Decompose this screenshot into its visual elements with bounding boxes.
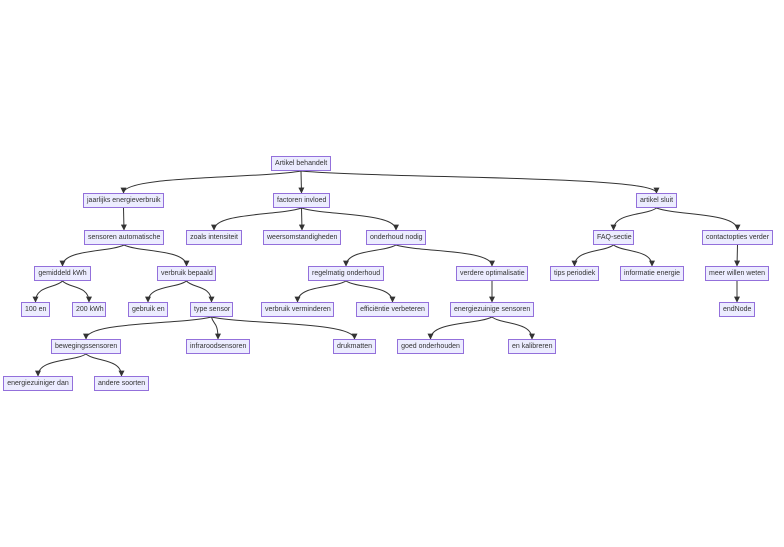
edge-bewegingssensoren-to-energiezuiniger_dan	[35, 353, 87, 377]
edge-gemiddeld_kwh-to-tweehonderd_kwh	[62, 280, 92, 303]
edge-jaarlijks_energieverbruik-to-sensoren_automatische	[120, 207, 127, 231]
node-energiezuinige-sensoren[interactable]: energiezuinige sensoren	[450, 302, 534, 317]
edge-factoren_invloed-to-onderhoud_nodig	[301, 207, 399, 231]
node-efficientie-verbeteren[interactable]: efficiëntie verbeteren	[356, 302, 429, 317]
node-andere-soorten[interactable]: andere soorten	[94, 376, 149, 391]
edge-factoren_invloed-to-zoals_intensiteit	[211, 207, 302, 231]
node-tips-periodiek[interactable]: tips periodiek	[550, 266, 599, 281]
node-bewegingssensoren[interactable]: bewegingssensoren	[51, 339, 121, 354]
edge-regelmatig_onderhoud-to-verbruik_verminderen	[294, 280, 347, 303]
edge-artikel_behandelt-to-jaarlijks_energieverbruik	[120, 170, 302, 194]
node-drukmatten[interactable]: drukmatten	[333, 339, 376, 354]
node-artikel-behandelt[interactable]: Artikel behandelt	[271, 156, 331, 171]
edge-energiezuinige_sensoren-to-en_kalibreren	[491, 316, 535, 340]
node-informatie-energie[interactable]: informatie energie	[620, 266, 684, 281]
node-200-kwh[interactable]: 200 kWh	[72, 302, 106, 317]
node-energiezuiniger-dan[interactable]: energiezuiniger dan	[3, 376, 73, 391]
edge-energiezuinige_sensoren-to-goed_onderhouden	[427, 316, 493, 340]
edge-gemiddeld_kwh-to-honderd_en	[32, 280, 63, 303]
node-jaarlijks-energieverbruik[interactable]: jaarlijks energieverbruik	[83, 193, 164, 208]
node-verbruik-bepaald[interactable]: verbruik bepaald	[157, 266, 216, 281]
node-goed-onderhouden[interactable]: goed onderhouden	[397, 339, 464, 354]
edge-type_sensor-to-bewegingssensoren	[83, 316, 212, 340]
node-sensoren-automatische[interactable]: sensoren automatische	[84, 230, 164, 245]
edge-artikel_sluit-to-contactopties_verder	[656, 207, 741, 231]
edge-artikel_sluit-to-faq_sectie	[610, 207, 657, 231]
node-meer-willen-weten[interactable]: meer willen weten	[705, 266, 769, 281]
node-type-sensor[interactable]: type sensor	[190, 302, 233, 317]
edge-faq_sectie-to-tips_periodiek	[571, 244, 614, 267]
node-100-en[interactable]: 100 en	[21, 302, 50, 317]
node-en-kalibreren[interactable]: en kalibreren	[508, 339, 556, 354]
edge-contactopties_verder-to-meer_willen_weten	[734, 244, 741, 267]
edge-artikel_behandelt-to-factoren_invloed	[298, 170, 305, 194]
node-faq-sectie[interactable]: FAQ-sectie	[593, 230, 634, 245]
node-gemiddeld-kwh[interactable]: gemiddeld kWh	[34, 266, 91, 281]
edge-sensoren_automatische-to-gemiddeld_kwh	[59, 244, 125, 267]
node-endnode[interactable]: endNode	[719, 302, 755, 317]
edge-verbruik_bepaald-to-type_sensor	[186, 280, 215, 303]
edge-type_sensor-to-drukmatten	[211, 316, 358, 340]
edge-onderhoud_nodig-to-verdere_optimalisatie	[395, 244, 495, 267]
edge-onderhoud_nodig-to-regelmatig_onderhoud	[343, 244, 397, 267]
node-factoren-invloed[interactable]: factoren invloed	[273, 193, 330, 208]
node-verbruik-verminderen[interactable]: verbruik verminderen	[261, 302, 334, 317]
node-onderhoud-nodig[interactable]: onderhoud nodig	[366, 230, 426, 245]
node-gebruik-en[interactable]: gebruik en	[128, 302, 168, 317]
edge-type_sensor-to-infraroodsensoren	[211, 316, 221, 340]
edge-sensoren_automatische-to-verbruik_bepaald	[123, 244, 190, 267]
edge-bewegingssensoren-to-andere_soorten	[85, 353, 125, 377]
node-artikel-sluit[interactable]: artikel sluit	[636, 193, 677, 208]
node-zoals-intensiteit[interactable]: zoals intensiteit	[186, 230, 242, 245]
edge-regelmatig_onderhoud-to-efficientie_verbeteren	[345, 280, 396, 303]
edge-artikel_behandelt-to-artikel_sluit	[300, 170, 660, 194]
node-regelmatig-onderhoud[interactable]: regelmatig onderhoud	[308, 266, 384, 281]
node-verdere-optimalisatie[interactable]: verdere optimalisatie	[456, 266, 528, 281]
edge-factoren_invloed-to-weersomstandigheden	[298, 207, 305, 231]
edge-verbruik_bepaald-to-gebruik_en	[145, 280, 187, 303]
node-contactopties-verder[interactable]: contactopties verder	[702, 230, 773, 245]
edge-faq_sectie-to-informatie_energie	[613, 244, 655, 267]
node-infraroodsensoren[interactable]: infraroodsensoren	[186, 339, 250, 354]
node-weersomstandigheden[interactable]: weersomstandigheden	[263, 230, 341, 245]
